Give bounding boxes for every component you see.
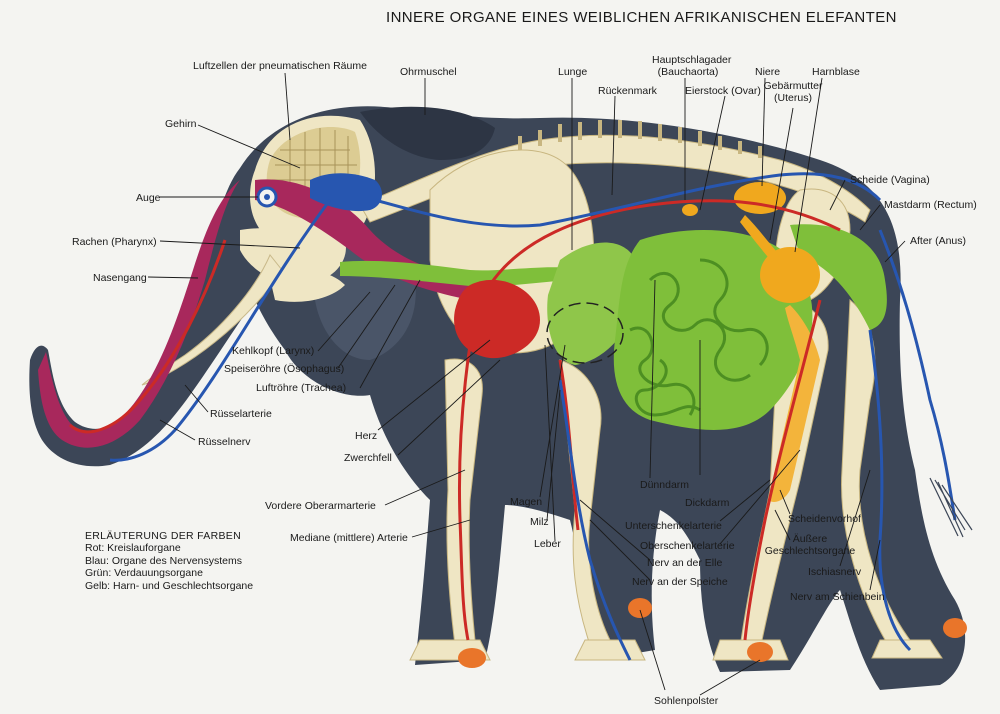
label-nerv-speiche: Nerv an der Speiche bbox=[632, 576, 728, 588]
digestive-organs bbox=[340, 224, 887, 430]
tusk bbox=[141, 254, 283, 386]
label-hauptschlagader: Hauptschlagader(Bauchaorta) bbox=[652, 54, 732, 78]
diagram-title: INNERE ORGANE EINES WEIBLICHEN AFRIKANIS… bbox=[386, 9, 897, 26]
label-unterschenkelarterie: Unterschenkelarterie bbox=[625, 520, 722, 532]
color-legend: ERLÄUTERUNG DER FARBEN Rot: Kreislauforg… bbox=[85, 530, 253, 592]
label-mastdarm: Mastdarm (Rectum) bbox=[884, 199, 977, 211]
label-leber: Leber bbox=[534, 538, 561, 550]
label-dickdarm: Dickdarm bbox=[685, 497, 730, 509]
label-vordere-oberarmarterie: Vordere Oberarmarterie bbox=[265, 500, 376, 512]
legend-yellow: Gelb: Harn- und Geschlechtsorgane bbox=[85, 579, 254, 592]
label-kehlkopf: Kehlkopf (Larynx) bbox=[232, 345, 315, 357]
label-russelarterie: Rüsselarterie bbox=[210, 408, 272, 420]
trunk-nasal-passage bbox=[38, 180, 240, 448]
label-luftrohre: Luftröhre (Trachea) bbox=[256, 382, 347, 394]
legend-blue: Blau: Organe des Nervensystems bbox=[85, 554, 242, 567]
label-after: After (Anus) bbox=[910, 235, 967, 247]
label-milz: Milz bbox=[530, 516, 549, 528]
label-auge: Auge bbox=[136, 192, 161, 204]
label-herz: Herz bbox=[355, 430, 378, 442]
label-luftzellen: Luftzellen der pneumatischen Räume bbox=[193, 60, 367, 72]
label-eierstock: Eierstock (Ovar) bbox=[685, 85, 761, 97]
label-lunge: Lunge bbox=[558, 66, 588, 78]
legend-red: Rot: Kreislauforgane bbox=[85, 542, 181, 555]
label-scheide: Scheide (Vagina) bbox=[850, 174, 930, 186]
label-dunndarm: Dünndarm bbox=[640, 479, 690, 491]
tail-tuft bbox=[929, 477, 973, 538]
label-zwerchfell: Zwerchfell bbox=[344, 452, 392, 464]
label-gebarmutter: Gebärmutter(Uterus) bbox=[763, 80, 823, 104]
foot-pads bbox=[458, 598, 967, 668]
label-rachen: Rachen (Pharynx) bbox=[72, 236, 157, 248]
label-ohrmuschel: Ohrmuschel bbox=[400, 66, 457, 78]
circulatory-organs bbox=[68, 199, 841, 641]
label-speiserohre: Speiseröhre (Ösophagus) bbox=[224, 363, 345, 375]
label-mediane-arterie: Mediane (mittlere) Arterie bbox=[290, 532, 408, 544]
label-nerv-elle: Nerv an der Elle bbox=[647, 557, 723, 569]
label-oberschenkelarterie: Oberschenkelarterie bbox=[640, 540, 735, 552]
label-russelnerv: Rüsselnerv bbox=[198, 436, 251, 448]
label-scheidenvorhof: Scheidenvorhof bbox=[788, 513, 861, 525]
label-sohlenpolster: Sohlenpolster bbox=[654, 695, 719, 707]
label-niere: Niere bbox=[755, 66, 781, 78]
label-gehirn: Gehirn bbox=[165, 118, 197, 130]
label-harnblase: Harnblase bbox=[812, 66, 860, 78]
label-ischiasnerv: Ischiasnerv bbox=[808, 566, 862, 578]
leader-lines bbox=[147, 72, 906, 696]
legend-green: Grün: Verdauungsorgane bbox=[85, 567, 203, 580]
label-ruckenmark: Rückenmark bbox=[598, 85, 657, 97]
label-nasengang: Nasengang bbox=[93, 272, 147, 284]
legend-title: ERLÄUTERUNG DER FARBEN bbox=[85, 530, 241, 542]
label-nerv-schienbein: Nerv am Schienbein bbox=[790, 591, 885, 603]
label-magen: Magen bbox=[510, 496, 543, 508]
